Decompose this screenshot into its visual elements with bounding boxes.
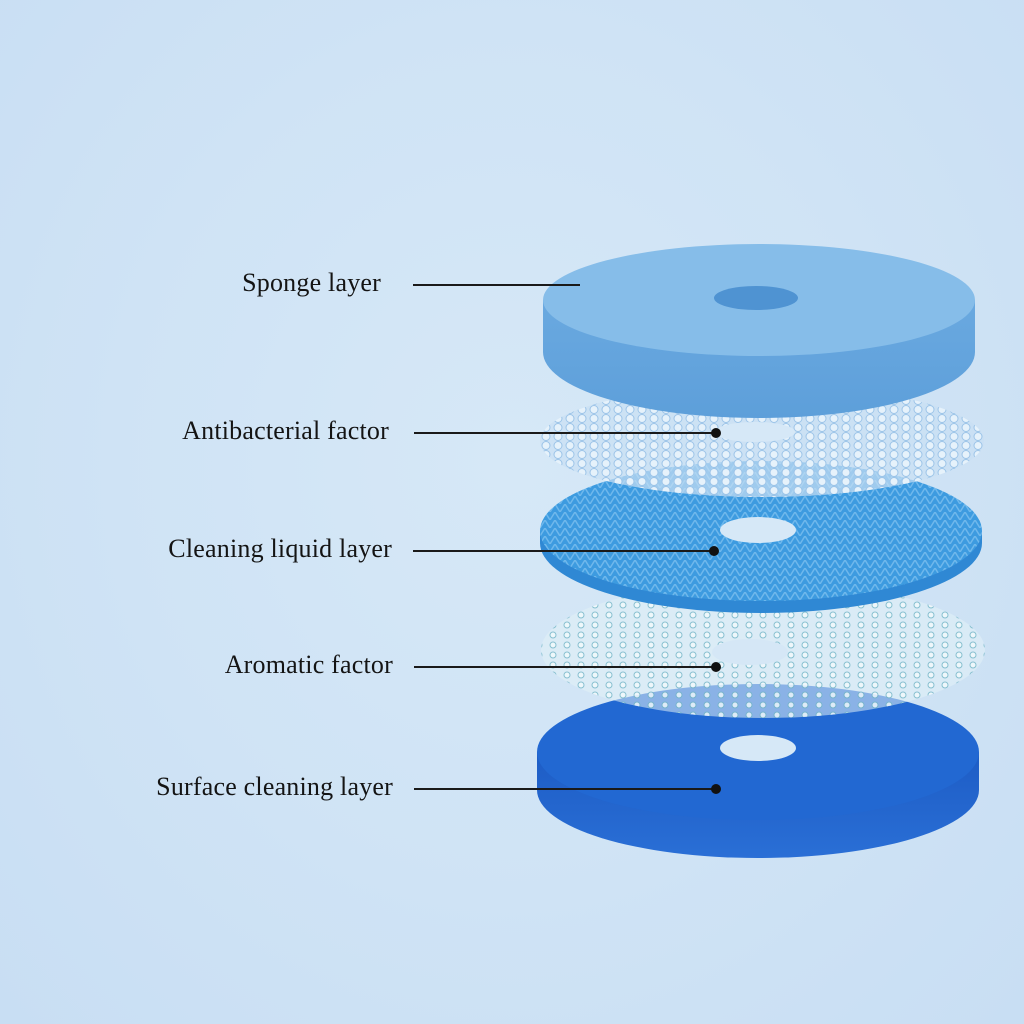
leader-line-antibacterial-factor	[414, 432, 716, 434]
marker-dot-aromatic-factor	[711, 662, 721, 672]
label-sponge-layer: Sponge layer	[242, 268, 381, 297]
leader-line-cleaning-liquid-layer	[413, 550, 714, 552]
aromatic-factor-disc	[541, 582, 985, 718]
antibacterial-factor-disc	[540, 385, 984, 497]
leader-line-surface-cleaning-layer	[414, 788, 716, 790]
sponge-disc	[543, 244, 975, 418]
leader-line-sponge-layer	[413, 284, 580, 286]
cleaning-liquid-disc	[540, 461, 982, 613]
label-cleaning-liquid-layer: Cleaning liquid layer	[168, 534, 392, 563]
leader-line-aromatic-factor	[414, 666, 716, 668]
marker-dot-cleaning-liquid-layer	[709, 546, 719, 556]
label-antibacterial-factor: Antibacterial factor	[182, 416, 389, 445]
marker-dot-surface-cleaning-layer	[711, 784, 721, 794]
label-aromatic-factor: Aromatic factor	[224, 650, 393, 679]
marker-dot-antibacterial-factor	[711, 428, 721, 438]
surface-cleaning-disc	[537, 684, 979, 858]
label-surface-cleaning-layer: Surface cleaning layer	[156, 772, 393, 801]
